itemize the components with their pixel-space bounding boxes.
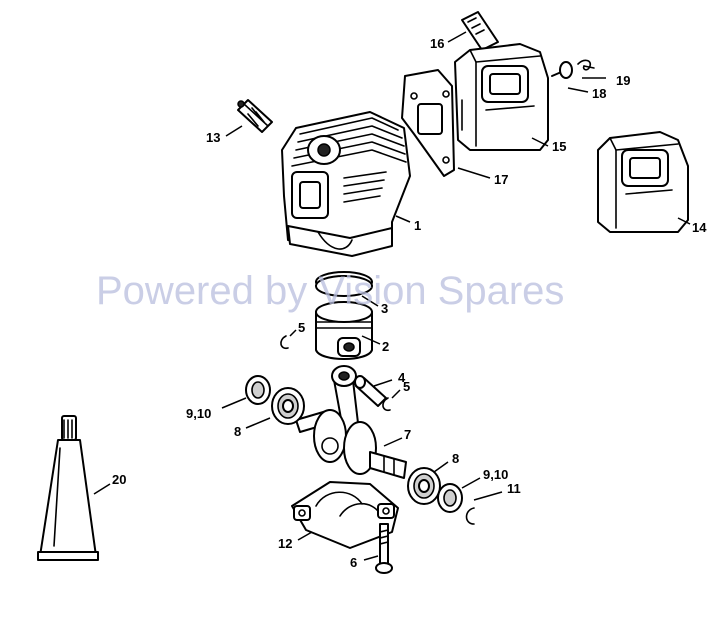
- part-16-decal: [461, 11, 499, 51]
- part-17-gasket-plate: [401, 69, 455, 177]
- callout-2: 2: [382, 339, 389, 354]
- callout-7: 7: [404, 427, 411, 442]
- callout-6: 6: [350, 555, 357, 570]
- callout-12: 12: [278, 536, 292, 551]
- callout-16: 16: [430, 36, 444, 51]
- part-20-tube: [37, 415, 99, 561]
- callout-20: 20: [112, 472, 126, 487]
- part-2-piston: [315, 301, 373, 360]
- callout-13: 13: [206, 130, 220, 145]
- callout-11: 11: [507, 481, 521, 496]
- leader-lines: [93, 31, 691, 561]
- callout-5-upper: 5: [298, 320, 305, 335]
- part-7-crankshaft: [295, 365, 407, 479]
- part-18-screw: [551, 61, 573, 79]
- callout-8-left: 8: [234, 424, 241, 439]
- callout-3: 3: [381, 301, 388, 316]
- callout-19: 19: [616, 73, 630, 88]
- part-3-piston-ring: [315, 271, 373, 297]
- callout-17: 17: [494, 172, 508, 187]
- callout-labels: 16 19 18 15 17 13 1 14 3 5 2 4 5 9,10 8 …: [112, 36, 707, 570]
- callout-18: 18: [592, 86, 606, 101]
- part-13-spark-plug: [237, 99, 273, 133]
- callout-9-10-right: 9,10: [483, 467, 508, 482]
- part-4-piston-pin: [354, 375, 387, 407]
- part-11-circlip: [465, 507, 475, 525]
- part-12-crankcase: [291, 481, 399, 549]
- callout-14: 14: [692, 220, 707, 235]
- part-9-10-oil-seal-right: [437, 483, 463, 513]
- part-9-10-oil-seal-left: [245, 375, 271, 405]
- watermark-text: Powered by Vision Spares: [96, 269, 564, 313]
- part-6-screw: [375, 523, 393, 574]
- part-1-cylinder: [281, 111, 411, 257]
- part-8-bearing-right: [407, 467, 441, 505]
- part-19-clip: [577, 59, 595, 71]
- callout-4: 4: [398, 370, 406, 385]
- callout-8-right: 8: [452, 451, 459, 466]
- callout-1: 1: [414, 218, 421, 233]
- part-14-muffler: [597, 131, 689, 233]
- callout-9-10-left: 9,10: [186, 406, 211, 421]
- callout-5-lower: 5: [403, 379, 410, 394]
- part-15-muffler: [454, 43, 549, 151]
- callout-15: 15: [552, 139, 566, 154]
- part-5-circlip-upper: [280, 335, 289, 350]
- part-8-bearing-left: [271, 387, 305, 425]
- part-5-circlip-lower: [382, 397, 391, 412]
